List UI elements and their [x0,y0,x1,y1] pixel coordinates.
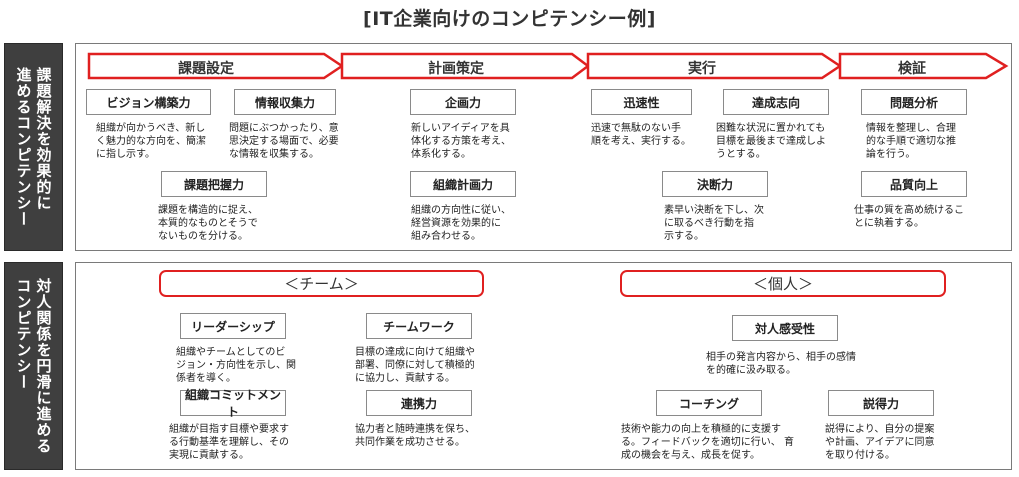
skill-desc: 相手の発言内容から、相手の感情 を的確に汲み取る。 [706,352,856,376]
skill-box: 説得力 [828,390,934,416]
skill-box: 問題分析 [861,89,967,115]
skill-box: リーダーシップ [180,313,286,339]
skill-desc: 協力者と随時連携を保ち、 共同作業を成功させる。 [355,424,475,448]
skill-box: 情報収集力 [234,89,336,115]
phase-arrows [87,52,1009,80]
skill-desc: 困難な状況に置かれても 目標を最後まで達成しよ うとする。 [716,123,826,160]
side-label-interpersonal: 対人関係を円滑に進める コンピテンシー [4,262,63,470]
skill-desc: 組織が目指す目標や要求す る行動基準を理解し、その 実現に貢献する。 [169,424,289,461]
skill-box: 決断力 [662,171,768,197]
skill-desc: 組織やチームとしてのビ ジョン・方向性を示し、関 係者を導く。 [176,347,296,384]
side-label-text: 対人関係を円滑に進める コンピテンシー [14,278,53,454]
skill-desc: 迅速で無駄のない手 順を考え、実行する。 [591,123,691,147]
skill-box: 品質向上 [861,171,967,197]
skill-desc: 組織の方向性に従い、 経営資源を効果的に 組み合わせる。 [411,205,511,242]
skill-desc: 課題を構造的に捉え、 本質的なものとそうで ないものを分ける。 [158,205,258,242]
skill-desc: 問題にぶつかったり、意 思決定する場面で、必要 な情報を収集する。 [229,123,339,160]
skill-box: 迅速性 [591,89,692,115]
skill-box: 組織計画力 [410,171,516,197]
side-label-problem-solving: 課題解決を効果的に 進めるコンピテンシー [4,43,63,251]
skill-box: 組織コミットメント [180,388,286,419]
skill-desc: 目標の達成に向けて組織や 部署、同僚に対して積極的 に協力し、貢献する。 [355,347,475,384]
skill-desc: 新しいアイディアを具 体化する方策を考え、 体系化する。 [411,123,511,160]
skill-box: 達成志向 [723,89,829,115]
skill-box: ビジョン構築力 [86,89,211,115]
phase-arrow-3 [586,52,843,80]
problem-solving-panel: 課題設定 計画策定 実行 検証 ビジョン構築力 組織が向かうべき、新し く魅力的… [75,43,1012,251]
page-title: [IT企業向けのコンピテンシー例] [363,8,656,30]
skill-desc: 素早い決断を下し、次 に取るべき行動を指 示する。 [664,205,764,242]
group-header-team: ＜チーム＞ [159,270,484,297]
interpersonal-panel: ＜チーム＞ ＜個人＞ リーダーシップ 組織やチームとしてのビ ジョン・方向性を示… [75,262,1012,470]
skill-desc: 組織が向かうべき、新し く魅力的な方向を、簡潔 に指し示す。 [96,123,206,160]
phase-arrow-4 [838,52,1009,80]
skill-desc: 仕事の質を高め続けるこ とに執着する。 [854,205,964,229]
phase-arrow-2 [340,52,591,80]
phase-label-4: 検証 [898,61,926,77]
skill-box: 企画力 [410,89,516,115]
skill-box: チームワーク [366,313,472,339]
group-header-individual: ＜個人＞ [620,270,946,297]
skill-box: コーチング [656,390,762,416]
skill-box: 課題把握力 [161,171,267,197]
phase-label-3: 実行 [688,61,716,77]
skill-desc: 技術や能力の向上を積極的に支援す る。フィードバックを適切に行い、 育 成の機会… [621,424,794,461]
skill-box: 連携力 [366,390,472,416]
phase-label-2: 計画策定 [428,61,484,77]
skill-desc: 説得により、自分の提案 や計画、アイデアに同意 を取り付ける。 [825,424,935,461]
side-label-text: 課題解決を効果的に 進めるコンピテンシー [14,67,53,227]
phase-arrow-1 [87,52,345,80]
skill-box: 対人感受性 [732,315,838,341]
phase-label-1: 課題設定 [178,61,234,77]
skill-desc: 情報を整理し、合理 的な手順で適切な推 論を行う。 [866,123,956,160]
